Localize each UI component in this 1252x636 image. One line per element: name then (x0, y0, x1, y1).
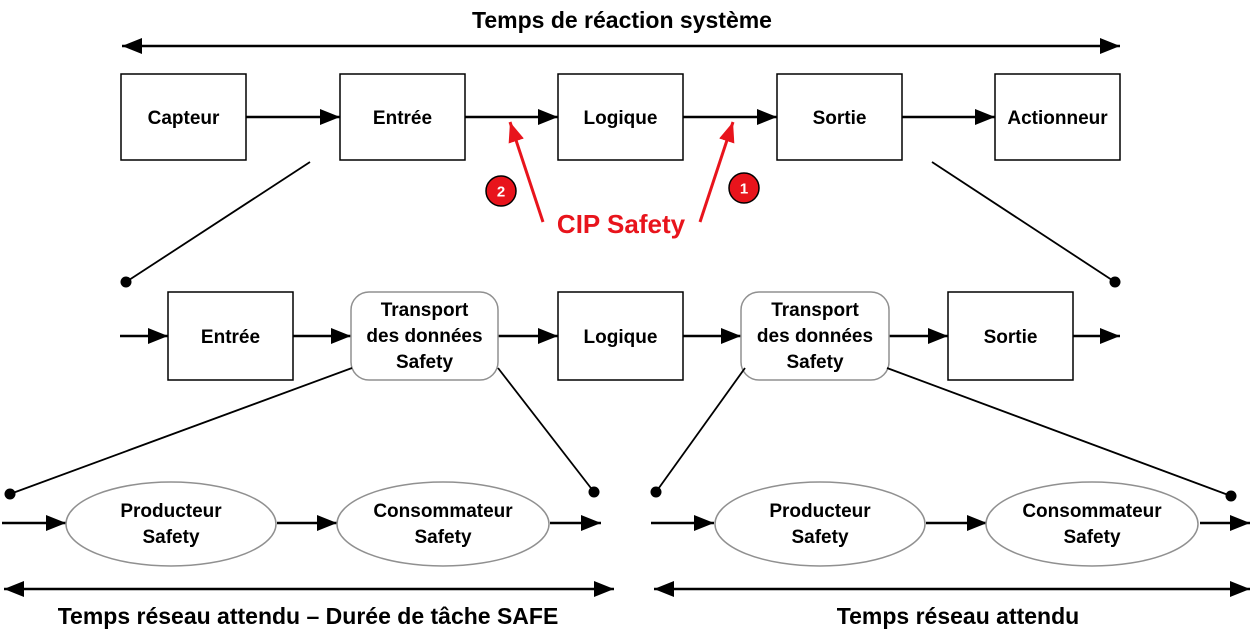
expansion-dot (588, 486, 600, 498)
top-box-capteur: Capteur (120, 73, 247, 161)
svg-text:Transport: Transport (771, 300, 859, 321)
svg-text:Logique: Logique (584, 108, 658, 129)
svg-text:Producteur: Producteur (120, 501, 222, 522)
svg-text:des données: des données (757, 326, 873, 347)
cip-safety-callout: CIP Safety 2 1 (485, 121, 760, 239)
svg-text:Consommateur: Consommateur (373, 501, 513, 522)
svg-text:Producteur: Producteur (769, 501, 871, 522)
system-reaction-time-title: Temps de réaction système (472, 7, 772, 33)
expansion-lines-bottom (9, 367, 1232, 497)
bottom-right-consumer: Consommateur Safety (985, 481, 1199, 567)
svg-text:Safety: Safety (396, 352, 453, 373)
bottom-left-caption: Temps réseau attendu – Durée de tâche SA… (58, 603, 559, 629)
expansion-dot (1225, 490, 1237, 502)
middle-box-entree: Entrée (167, 291, 294, 381)
expansion-dot (4, 488, 16, 500)
svg-text:Sortie: Sortie (813, 108, 867, 129)
middle-box-sortie: Sortie (947, 291, 1074, 381)
expansion-lines-top (125, 161, 1116, 283)
svg-text:Safety: Safety (786, 352, 843, 373)
svg-text:Actionneur: Actionneur (1007, 108, 1108, 129)
svg-text:des données: des données (366, 326, 482, 347)
svg-text:2: 2 (497, 184, 505, 201)
expansion-dot (120, 276, 132, 288)
svg-text:Consommateur: Consommateur (1022, 501, 1162, 522)
svg-text:1: 1 (740, 181, 748, 198)
svg-text:Capteur: Capteur (148, 108, 220, 129)
middle-box-transport-1: Transport des données Safety (350, 291, 499, 381)
middle-box-logique: Logique (557, 291, 684, 381)
svg-text:Entrée: Entrée (201, 327, 260, 348)
svg-text:Sortie: Sortie (984, 327, 1038, 348)
middle-box-transport-2: Transport des données Safety (740, 291, 890, 381)
marker-1: 1 (728, 172, 760, 204)
top-box-sortie: Sortie (776, 73, 903, 161)
svg-text:Logique: Logique (584, 327, 658, 348)
bottom-right-producer: Producteur Safety (714, 481, 926, 567)
top-box-logique: Logique (557, 73, 684, 161)
top-box-entree: Entrée (339, 73, 466, 161)
bottom-left-producer: Producteur Safety (65, 481, 277, 567)
cip-safety-label: CIP Safety (557, 209, 686, 239)
top-box-actionneur: Actionneur (994, 73, 1121, 161)
svg-text:Safety: Safety (414, 527, 471, 548)
cip-arrow-left (508, 121, 545, 223)
svg-text:Transport: Transport (381, 300, 469, 321)
expansion-dot (1109, 276, 1121, 288)
svg-text:Safety: Safety (791, 527, 848, 548)
svg-text:Entrée: Entrée (373, 108, 432, 129)
svg-text:Safety: Safety (1063, 527, 1120, 548)
marker-2: 2 (485, 175, 517, 207)
expansion-dot (650, 486, 662, 498)
svg-text:Safety: Safety (142, 527, 199, 548)
cip-arrow-right (698, 121, 735, 223)
bottom-right-caption: Temps réseau attendu (837, 603, 1079, 629)
bottom-left-consumer: Consommateur Safety (336, 481, 550, 567)
